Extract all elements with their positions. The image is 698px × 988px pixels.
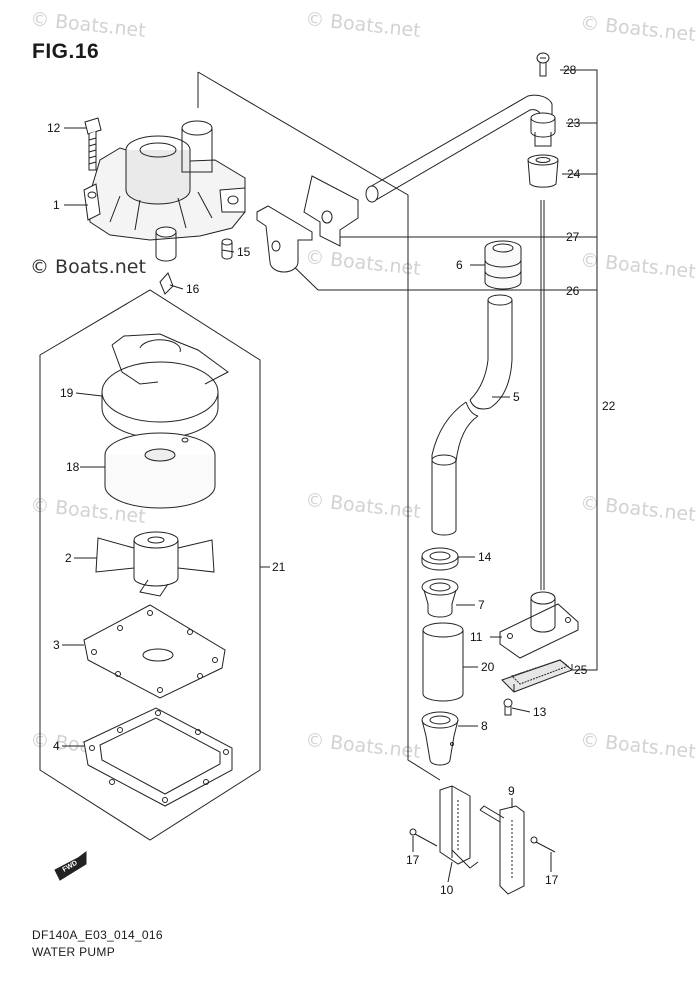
- figure-code: DF140A_E03_014_016: [32, 928, 163, 942]
- callout-4: 4: [53, 739, 60, 753]
- figure-name: WATER PUMP: [32, 945, 115, 959]
- pump-case-1: [83, 120, 246, 262]
- hose-5: [431, 294, 513, 536]
- callout-1: 1: [53, 198, 60, 212]
- callout-24: 24: [567, 167, 581, 181]
- callout-3: 3: [53, 638, 60, 652]
- callout-14: 14: [478, 550, 492, 564]
- callout-28: 28: [563, 63, 577, 77]
- bracket-22: [566, 69, 598, 671]
- callout-25: 25: [574, 663, 588, 677]
- callout-22: 22: [602, 399, 616, 413]
- screw-28: [536, 52, 550, 77]
- callout-19: 19: [60, 386, 74, 400]
- callout-21: 21: [272, 560, 286, 574]
- callout-27: 27: [566, 230, 580, 244]
- callout-26: 26: [566, 284, 580, 298]
- callout-17: 17: [545, 873, 559, 887]
- callout-7: 7: [478, 598, 485, 612]
- gasket-4: [83, 707, 233, 807]
- collar-7: [421, 578, 459, 618]
- screw-17-right: [530, 836, 556, 853]
- grommet-23: [530, 112, 556, 147]
- grommet-24: [527, 154, 559, 188]
- liner-19: [101, 333, 229, 439]
- callout-10: 10: [440, 883, 454, 897]
- collar-8: [421, 711, 459, 766]
- watermark-dark: © Boats.net: [30, 256, 146, 278]
- key-16: [159, 272, 174, 295]
- figure-title: FIG.16: [32, 40, 100, 63]
- callout-20: 20: [481, 660, 495, 674]
- forward-arrow-icon: [54, 851, 87, 881]
- impeller-housing-18: [104, 432, 216, 509]
- callout-6: 6: [456, 258, 463, 272]
- tube-20: [422, 622, 464, 702]
- pipe-22: [365, 94, 553, 590]
- callout-18: 18: [66, 460, 80, 474]
- repair-kit-frame-21: [39, 289, 261, 841]
- lower-frame-right: [407, 265, 441, 781]
- callout-12: 12: [47, 121, 61, 135]
- callout-17: 17: [406, 853, 420, 867]
- block-9: [479, 805, 525, 895]
- block-10: [439, 785, 479, 869]
- callout-15: 15: [237, 245, 251, 259]
- callout-2: 2: [65, 551, 72, 565]
- screw-13: [503, 698, 513, 716]
- screen-25: [501, 659, 573, 693]
- callout-8: 8: [481, 719, 488, 733]
- cover-11: [499, 591, 579, 659]
- screw-17-left: [409, 828, 438, 847]
- callout-23: 23: [567, 116, 581, 130]
- callout-5: 5: [513, 390, 520, 404]
- callout-13: 13: [533, 705, 547, 719]
- impeller-2: [95, 531, 215, 597]
- plate-3: [83, 604, 226, 699]
- callout-11: 11: [470, 630, 483, 644]
- bracket-27: [303, 175, 359, 247]
- grommet-6: [484, 240, 522, 290]
- pin-15: [221, 238, 233, 260]
- callout-16: 16: [186, 282, 200, 296]
- bolt-12: [84, 117, 102, 171]
- clip-26: [256, 205, 313, 273]
- callout-9: 9: [508, 784, 515, 798]
- pump-body-frame: [197, 71, 409, 265]
- ring-14: [421, 547, 459, 571]
